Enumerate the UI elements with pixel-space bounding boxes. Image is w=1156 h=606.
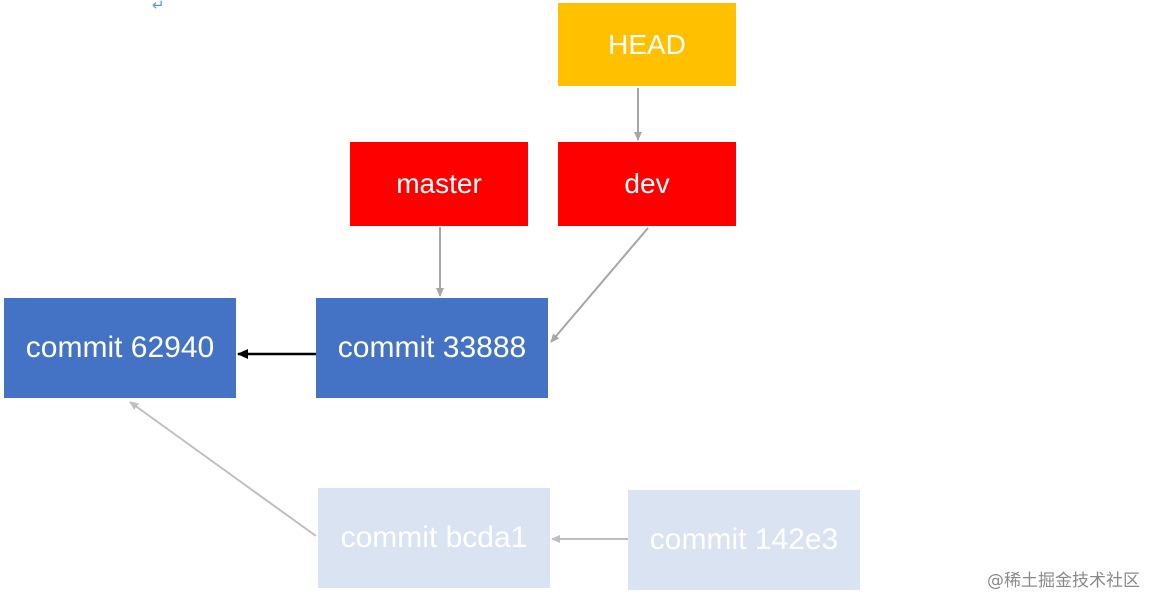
edge-dev-to-c33888: [550, 227, 649, 343]
commit-62940-label: commit 62940: [25, 331, 215, 364]
branch-master-node: master: [350, 142, 528, 226]
commit-142e3-node: commit 142e3: [628, 490, 860, 590]
commit-142e3-label: commit 142e3: [649, 523, 839, 556]
commit-62940-node: commit 62940: [4, 298, 236, 398]
commit-33888-label: commit 33888: [337, 331, 527, 364]
branch-master-label: master: [396, 168, 482, 199]
commit-bcda1-node: commit bcda1: [318, 488, 550, 588]
branch-dev-label: dev: [624, 168, 670, 199]
paragraph-return-mark: ↵: [152, 0, 165, 14]
commit-33888-node: commit 33888: [316, 298, 548, 398]
watermark-text: @稀土掘金技术社区: [987, 571, 1140, 591]
edge-cbcda1-to-c62940: [129, 401, 317, 537]
head-node: HEAD: [558, 3, 736, 86]
branch-dev-node: dev: [558, 142, 736, 226]
commit-bcda1-label: commit bcda1: [340, 521, 528, 554]
head-node-label: HEAD: [608, 28, 686, 60]
